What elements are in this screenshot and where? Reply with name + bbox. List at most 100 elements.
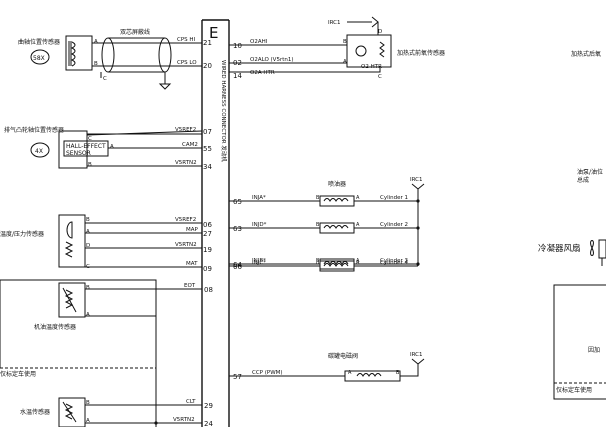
signal-mat: MAT xyxy=(186,261,198,267)
injector-coil-icon xyxy=(323,198,349,202)
o2-sensor-box xyxy=(346,34,392,68)
injectors-title: 喷油器 xyxy=(328,180,346,188)
o2-heater-icon xyxy=(379,41,385,58)
right-box-label: 因加 xyxy=(588,346,600,354)
coolant-box xyxy=(58,397,86,427)
signal-inja: INJA* xyxy=(252,195,266,201)
pin-66: 66 xyxy=(233,263,242,271)
signal-v5rtn2-34: V5RTN2 xyxy=(175,160,197,166)
inj1-pin-b: B xyxy=(316,195,320,201)
pin-34: 34 xyxy=(203,163,212,171)
crank-sensor-label: 曲轴位置传感器 xyxy=(18,38,60,46)
signal-map: MAP xyxy=(186,227,199,233)
oil-temp-sensor: 机油温度传感器 B A EOT 08 仅标定车使用 xyxy=(0,279,213,427)
cylinder-4-label: Cylinder 4 xyxy=(380,260,409,266)
inj3-pin-b: B xyxy=(316,258,320,264)
signal-eot: EOT xyxy=(184,283,196,289)
pin-24: 24 xyxy=(204,420,213,427)
cam-pin-a: A xyxy=(110,144,114,150)
cylinder-2-label: Cylinder 2 xyxy=(380,222,408,228)
inj3-pin-a: A xyxy=(356,258,360,264)
thermistor-icon xyxy=(64,241,74,258)
inj4-pin-a: A xyxy=(356,260,360,266)
crank-coil-icon xyxy=(70,41,76,67)
crank-pin-a: A xyxy=(94,39,98,45)
coolant-sensor: 水温传感器 B A CLT 29 V5RTN2 24 xyxy=(20,397,213,427)
pin-06: 06 xyxy=(203,221,212,229)
map-sensor-label: 温度/压力传感器 xyxy=(0,230,44,238)
o2-sensor: IRC1 B A D C O2 HTR 加热式前氧传感器 10 O2AHI 02… xyxy=(229,16,445,80)
pin-55: 55 xyxy=(203,145,212,153)
coolant-pin-a: A xyxy=(86,418,90,424)
calibration-note-right: 仅标定车使用 xyxy=(556,386,592,394)
oil-pin-b: B xyxy=(86,285,90,291)
cam-pin-c: C xyxy=(88,136,92,142)
connector-vertical-label: WIRED HARNESS CONNECTOR 发动机 xyxy=(220,60,228,162)
injectors: 喷油器 IRC1 65 INJA* B A Cylinder 1 63 INJD… xyxy=(229,177,425,270)
injector-coil-icon xyxy=(323,225,349,229)
o2-pin-a: A xyxy=(343,59,347,65)
solenoid-coil-icon xyxy=(356,373,382,377)
canister-irc-label: IRC1 xyxy=(410,352,423,358)
signal-o2alo: O2ALO (V5rtn1) xyxy=(250,57,294,63)
pin-10: 10 xyxy=(233,42,242,50)
injector-4-box xyxy=(319,260,355,272)
crank-sensor: 曲轴位置传感器 58X A B C 双芯屏蔽线 CPS HI 21 CPS LO… xyxy=(18,28,212,90)
o2-sensor-label: 加热式前氧传感器 xyxy=(397,49,445,57)
o2-pin-b: B xyxy=(343,39,347,45)
right-side: 加热式后氧 油泵/油位 总成 冷凝器风扇 因加 仅标定车使用 xyxy=(538,50,606,400)
cam-badge: 4X xyxy=(35,148,43,155)
map-sensor-box xyxy=(58,214,86,268)
injector-2: 63 INJD* B A Cylinder 2 xyxy=(229,222,420,234)
cam-sensor-box xyxy=(58,130,88,169)
coolant-pin-b: B xyxy=(86,400,90,406)
pin-20: 20 xyxy=(203,62,212,70)
ground-icon xyxy=(158,83,172,90)
canister-pin-b: B xyxy=(396,370,400,376)
inj4-pin-b: B xyxy=(316,260,320,266)
signal-clt: CLT xyxy=(186,399,196,405)
signal-v5rtn2-19: V5RTN2 xyxy=(175,242,197,248)
signal-o2ahi: O2AHI xyxy=(250,39,268,45)
right-box xyxy=(553,284,606,400)
signal-v5rtn2-24: V5RTN2 xyxy=(173,417,195,423)
o2-irc-label: IRC1 xyxy=(328,20,341,26)
crank-badge: 58X xyxy=(33,55,45,62)
pin-07: 07 xyxy=(203,128,212,136)
pin-29: 29 xyxy=(204,402,213,410)
crank-sensor-box xyxy=(65,35,93,71)
pin-08: 08 xyxy=(204,286,213,294)
map-pin-a: A xyxy=(86,229,90,235)
cam-sensor-label: 排气凸轮轴位置传感器 xyxy=(4,126,64,134)
injector-3: 64 INJB* B A Cylinder 3 xyxy=(229,258,420,270)
signal-cam2: CAM2 xyxy=(182,142,198,148)
pin-65: 65 xyxy=(233,198,242,206)
rear-o2-label: 加热式后氧 xyxy=(571,50,601,58)
cam-sensor: 排气凸轮轴位置传感器 4X HALL-EFFECT SENSOR C A B V… xyxy=(4,126,212,171)
injectors-irc-label: IRC1 xyxy=(410,177,423,183)
map-pin-d: D xyxy=(86,243,90,249)
cam-pin-b: B xyxy=(88,162,92,168)
canister-title: 碳罐电磁阀 xyxy=(328,352,358,360)
hall-line-1: HALL-EFFECT xyxy=(66,143,106,150)
crank-pin-c: C xyxy=(103,76,107,82)
o2-cell-icon xyxy=(355,45,367,57)
crank-pin-b: B xyxy=(94,61,98,67)
o2-pin-c: C xyxy=(378,74,382,80)
pin-64: 64 xyxy=(233,261,242,269)
injector-coil-icon xyxy=(323,261,349,265)
pin-57: 57 xyxy=(233,373,242,381)
signal-cps-lo: CPS LO xyxy=(177,60,197,66)
pin-63: 63 xyxy=(233,225,242,233)
oil-temp-label: 机油温度传感器 xyxy=(34,323,76,331)
pin-09: 09 xyxy=(203,265,212,273)
o2-pin-d: D xyxy=(378,29,382,35)
signal-injc: INJC* xyxy=(252,260,266,266)
pin-14: 14 xyxy=(233,72,242,80)
calibration-note-left: 仅标定车使用 xyxy=(0,370,36,378)
inj1-pin-a: A xyxy=(356,195,360,201)
coolant-label: 水温传感器 xyxy=(20,408,50,416)
canister-purge: 碳罐电磁阀 IRC1 A B 57 CCP (PWM) xyxy=(229,352,425,382)
pin-02: 02 xyxy=(233,59,242,67)
